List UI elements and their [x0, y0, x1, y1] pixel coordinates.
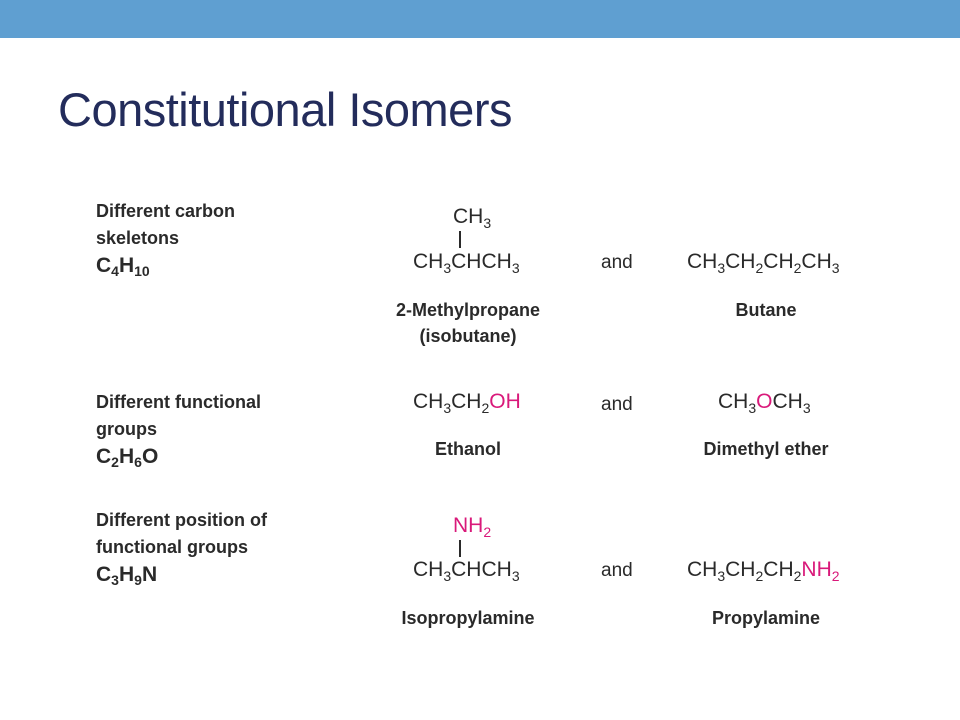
connector-and: and — [601, 560, 633, 581]
compound-name-ethanol: Ethanol — [435, 439, 501, 459]
molecular-formula: C4H10 — [96, 254, 150, 279]
compound-name-isopropylamine: Isopropylamine — [401, 608, 535, 628]
connector-and: and — [601, 394, 633, 415]
compound-name-propylamine: Propylamine — [711, 608, 821, 628]
compound-name-butane: Butane — [735, 300, 797, 320]
compound-name-dimethyl-ether: Dimethyl ether — [703, 439, 829, 459]
butane-formula: CH3CH2CH2CH3 — [687, 250, 840, 276]
compound-name-isobutane: 2-Methylpropane (isobutane) — [395, 300, 541, 346]
row-description: Different carbon skeletons C4H10 — [96, 201, 236, 279]
isobutane-formula: CH3CHCH3 — [413, 250, 520, 276]
ether-oxygen: O — [756, 390, 773, 413]
methyl-branch: CH3 — [453, 205, 492, 231]
molecular-formula: C2H6O — [96, 445, 159, 470]
molecular-formula: C3H9N — [96, 563, 158, 588]
branch-bond — [459, 540, 461, 557]
propylamine-formula: CH3CH2CH2NH2 — [687, 558, 840, 584]
branch-bond — [459, 231, 461, 248]
dimethyl-ether-formula: CH3OCH3 — [718, 390, 811, 416]
amine-group: NH2 — [801, 558, 840, 584]
slide-title: Constitutional Isomers — [58, 83, 512, 136]
isopropylamine-formula: CH3CHCH3 — [413, 558, 520, 584]
amino-branch: NH2 — [453, 514, 492, 540]
hydroxyl-group: OH — [489, 390, 521, 413]
ethanol-formula: CH3CH2OH — [413, 390, 521, 416]
row-description: Different functional groups C2H6O — [96, 392, 261, 470]
top-accent-bar — [0, 0, 960, 38]
row-description: Different position of functional groups … — [96, 510, 267, 588]
connector-and: and — [601, 252, 633, 273]
